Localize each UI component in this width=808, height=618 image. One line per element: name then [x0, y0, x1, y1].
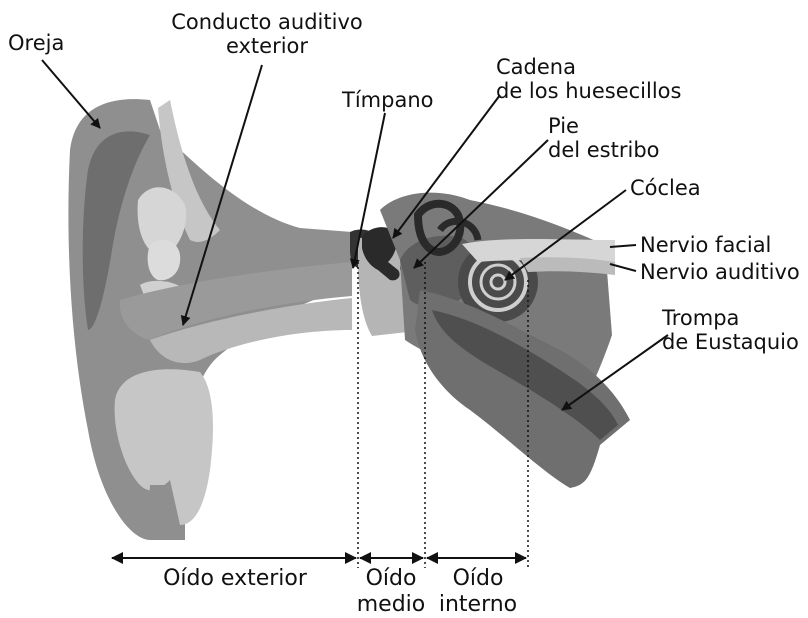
section-oido-exterior: Oído exterior [150, 566, 320, 592]
label-trompa-eustaquio: Trompa de Eustaquio [662, 306, 799, 354]
section-oido-medio: Oído medio [348, 566, 434, 618]
label-pie-line2: del estribo [548, 138, 660, 162]
label-oreja: Oreja [8, 31, 64, 55]
label-conducto-auditivo: Conducto auditivo exterior [162, 10, 372, 58]
label-conducto-line2: exterior [162, 34, 372, 58]
label-cadena-huesecillos: Cadena de los huesecillos [496, 55, 681, 103]
section-oido-interno: Oído interno [430, 566, 526, 618]
label-nervio-auditivo: Nervio auditivo [640, 260, 800, 284]
label-trompa-line1: Trompa [662, 306, 799, 330]
pointer-oreja [42, 60, 100, 128]
section-interno-line2: interno [430, 592, 526, 618]
label-coclea: Cóclea [630, 176, 701, 200]
section-medio-line1: Oído [348, 566, 434, 592]
label-conducto-line1: Conducto auditivo [162, 10, 372, 34]
label-cadena-line1: Cadena [496, 55, 681, 79]
section-interno-line1: Oído [430, 566, 526, 592]
section-medio-line2: medio [348, 592, 434, 618]
label-timpano: Tímpano [342, 88, 433, 112]
label-nervio-facial: Nervio facial [640, 233, 771, 257]
label-cadena-line2: de los huesecillos [496, 79, 681, 103]
label-pie-estribo: Pie del estribo [548, 114, 660, 162]
label-pie-line1: Pie [548, 114, 660, 138]
label-trompa-line2: de Eustaquio [662, 330, 799, 354]
